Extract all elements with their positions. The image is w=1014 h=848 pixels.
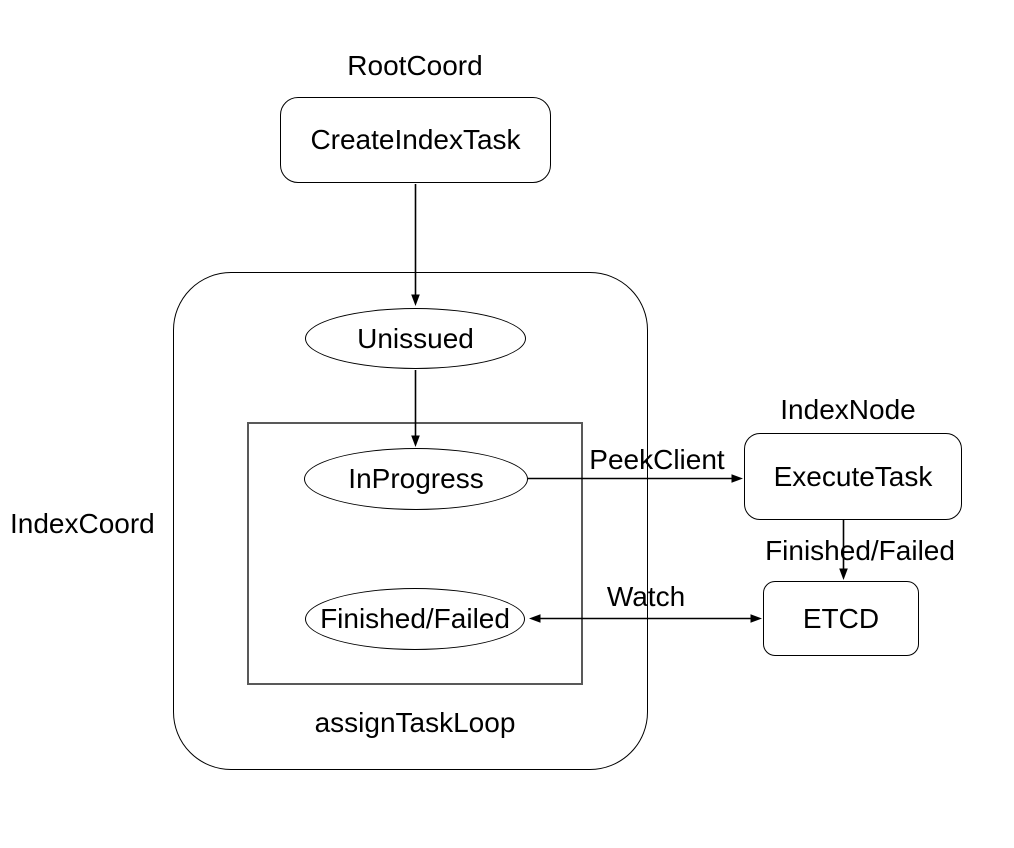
create-index-task-label: CreateIndexTask bbox=[310, 124, 521, 155]
etcd-label: ETCD bbox=[802, 602, 880, 634]
arrowhead-execute-task bbox=[731, 474, 743, 483]
index-node-label: IndexNode bbox=[780, 394, 916, 425]
create-index-task-node: CreateIndexTask bbox=[280, 97, 551, 183]
etcd-node: ETCD bbox=[763, 581, 919, 656]
execute-task-node: ExecuteTask bbox=[744, 433, 962, 520]
arrowhead-etcd-vertical bbox=[839, 568, 848, 580]
arrowhead-watch-right bbox=[750, 614, 762, 623]
execute-task-label: ExecuteTask bbox=[773, 460, 933, 492]
watch-edge-label: Watch bbox=[606, 581, 686, 612]
assign-task-loop-label: assignTaskLoop bbox=[314, 707, 516, 738]
index-coord-label: IndexCoord bbox=[10, 508, 155, 539]
in-progress-label: InProgress bbox=[348, 463, 484, 494]
index-coord-container bbox=[173, 272, 648, 770]
finished-failed-edge-label: Finished/Failed bbox=[765, 535, 955, 566]
peek-client-edge-label: PeekClient bbox=[589, 444, 725, 475]
in-progress-node: InProgress bbox=[304, 448, 528, 510]
unissued-label: Unissued bbox=[357, 322, 474, 354]
finished-failed-label: Finished/Failed bbox=[320, 603, 510, 634]
root-coord-label: RootCoord bbox=[347, 50, 483, 81]
unissued-node: Unissued bbox=[305, 308, 526, 369]
finished-failed-node: Finished/Failed bbox=[305, 588, 525, 650]
